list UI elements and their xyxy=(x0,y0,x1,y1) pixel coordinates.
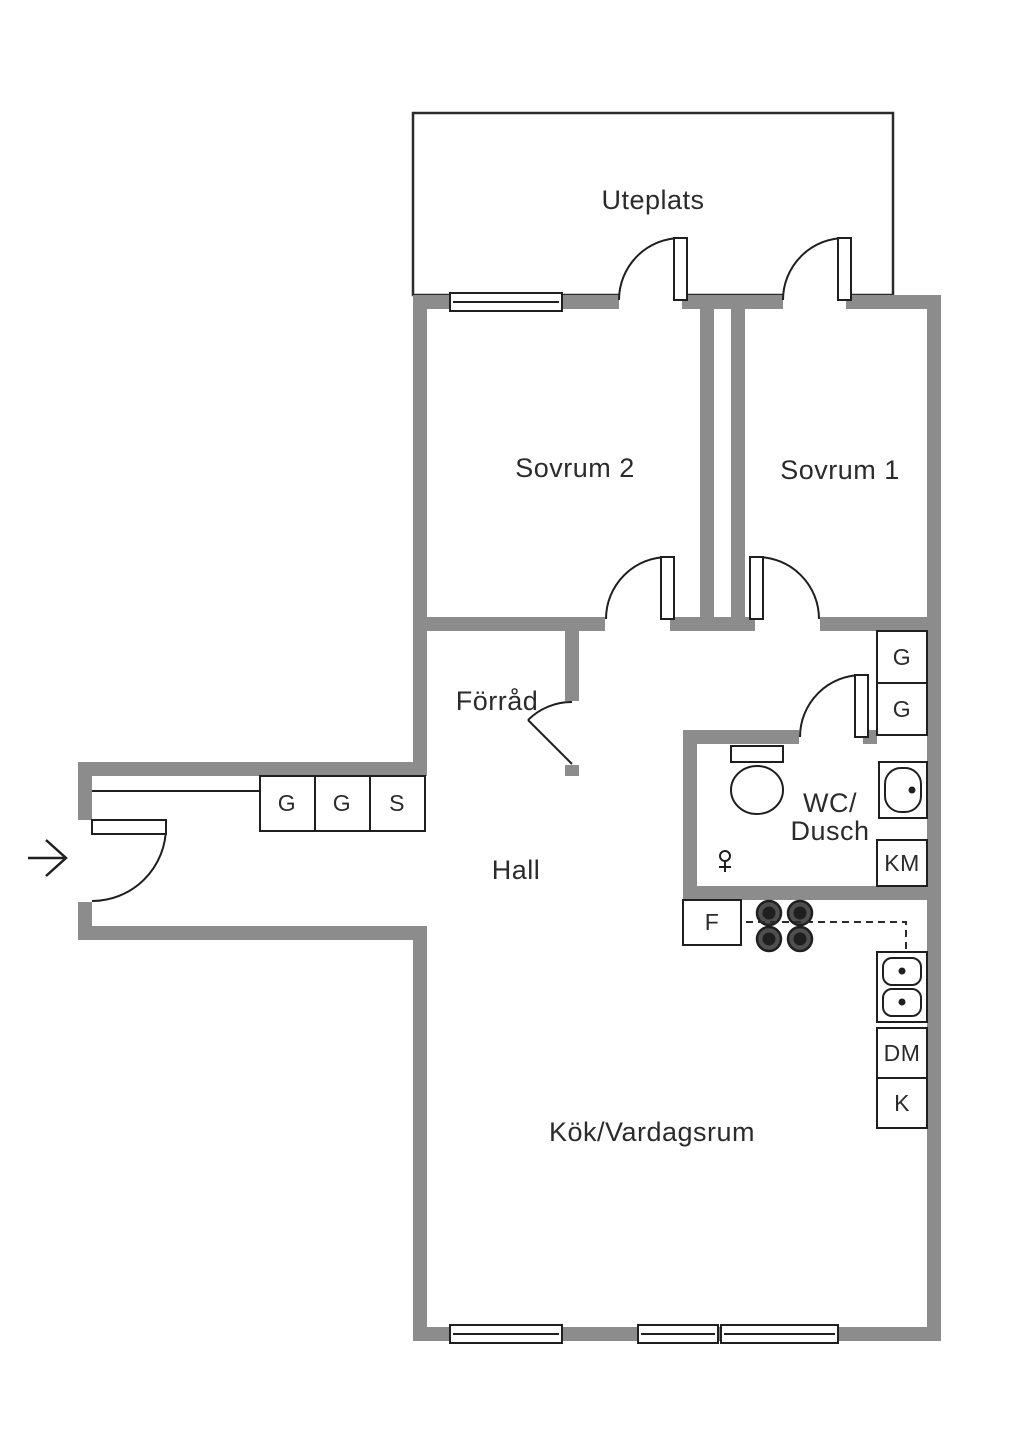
window-icon xyxy=(449,1324,563,1344)
dishwasher-box xyxy=(876,1027,928,1079)
washing-machine-box xyxy=(876,839,928,887)
window-icon xyxy=(720,1324,839,1344)
dishwasher-label: DM xyxy=(884,1040,921,1066)
fridge-box xyxy=(682,899,742,946)
closet-g-4 xyxy=(876,682,928,736)
fridge-label: F xyxy=(705,909,720,935)
wall-hall-bottom xyxy=(78,926,427,940)
kitchen-fittings: F DM K xyxy=(682,899,928,1129)
stove-icon xyxy=(755,899,814,953)
closet-label: G xyxy=(893,644,911,670)
opening-sovrum1-door xyxy=(755,615,820,633)
door-swing-icon xyxy=(782,237,852,301)
room-label-uteplats: Uteplats xyxy=(601,185,704,215)
door-swing-icon xyxy=(799,674,869,738)
closet-label: G xyxy=(333,790,351,816)
opening-uteplats-door-2 xyxy=(783,293,846,311)
room-label-sovrum1: Sovrum 1 xyxy=(780,455,900,485)
room-label-kok: Kök/Vardagsrum xyxy=(549,1117,755,1147)
closet-label: G xyxy=(278,790,296,816)
entrance-arrow-icon xyxy=(28,839,68,877)
closet-label: G xyxy=(893,696,911,722)
opening-forrad-door xyxy=(563,701,581,765)
door-swing-icon xyxy=(749,556,820,620)
washbasin-icon xyxy=(878,761,928,819)
room-label-hall: Hall xyxy=(492,855,541,885)
closet-g-1 xyxy=(259,775,316,832)
wall-bedroom-divider-left xyxy=(700,309,714,631)
door-openings xyxy=(76,293,863,902)
windows xyxy=(449,292,839,1344)
door-swing-icon xyxy=(605,556,675,620)
wall-bedrooms-south xyxy=(427,617,941,631)
opening-uteplats-door-1 xyxy=(619,293,682,311)
closet-s xyxy=(369,775,426,832)
window-icon xyxy=(449,292,563,312)
toilet-icon xyxy=(730,745,784,815)
opening-entry-door xyxy=(76,820,94,902)
doors xyxy=(91,237,869,902)
wall-bedroom-divider-right xyxy=(731,309,745,631)
door-swing-icon xyxy=(618,237,688,301)
wc-closets: G G KM xyxy=(876,630,928,887)
shower-tap-icon xyxy=(719,850,731,872)
washing-machine-label: KM xyxy=(884,850,920,876)
window-icon xyxy=(637,1324,719,1344)
hall-closets: G G S xyxy=(259,775,426,832)
wall-left-upper xyxy=(413,295,427,776)
cabinet-label: K xyxy=(894,1090,910,1116)
wall-right xyxy=(927,295,941,1341)
door-swing-icon xyxy=(527,700,573,765)
opening-wc-door xyxy=(799,728,863,746)
door-swing-icon xyxy=(91,819,167,902)
uteplats-outline xyxy=(411,111,895,297)
wall-hall-top xyxy=(78,762,427,776)
room-label-forrad: Förråd xyxy=(456,686,539,716)
wall-left-lower xyxy=(413,926,427,1341)
closet-label: S xyxy=(389,790,405,816)
room-label-sovrum2: Sovrum 2 xyxy=(515,453,635,483)
counter-dashed-line xyxy=(746,921,907,952)
wall-wc-west xyxy=(683,730,697,900)
cabinet-box xyxy=(876,1077,928,1129)
wall-wc-south xyxy=(683,886,941,900)
room-labels: Uteplats Sovrum 2 Sovrum 1 Förråd Hall W… xyxy=(456,185,900,1147)
kitchen-sink-icon xyxy=(876,951,928,1023)
room-label-wc-line1: WC/ xyxy=(803,788,857,818)
opening-sovrum2-door xyxy=(605,615,670,633)
closet-g-2 xyxy=(314,775,371,832)
room-label-wc-line2: Dusch xyxy=(790,816,869,846)
